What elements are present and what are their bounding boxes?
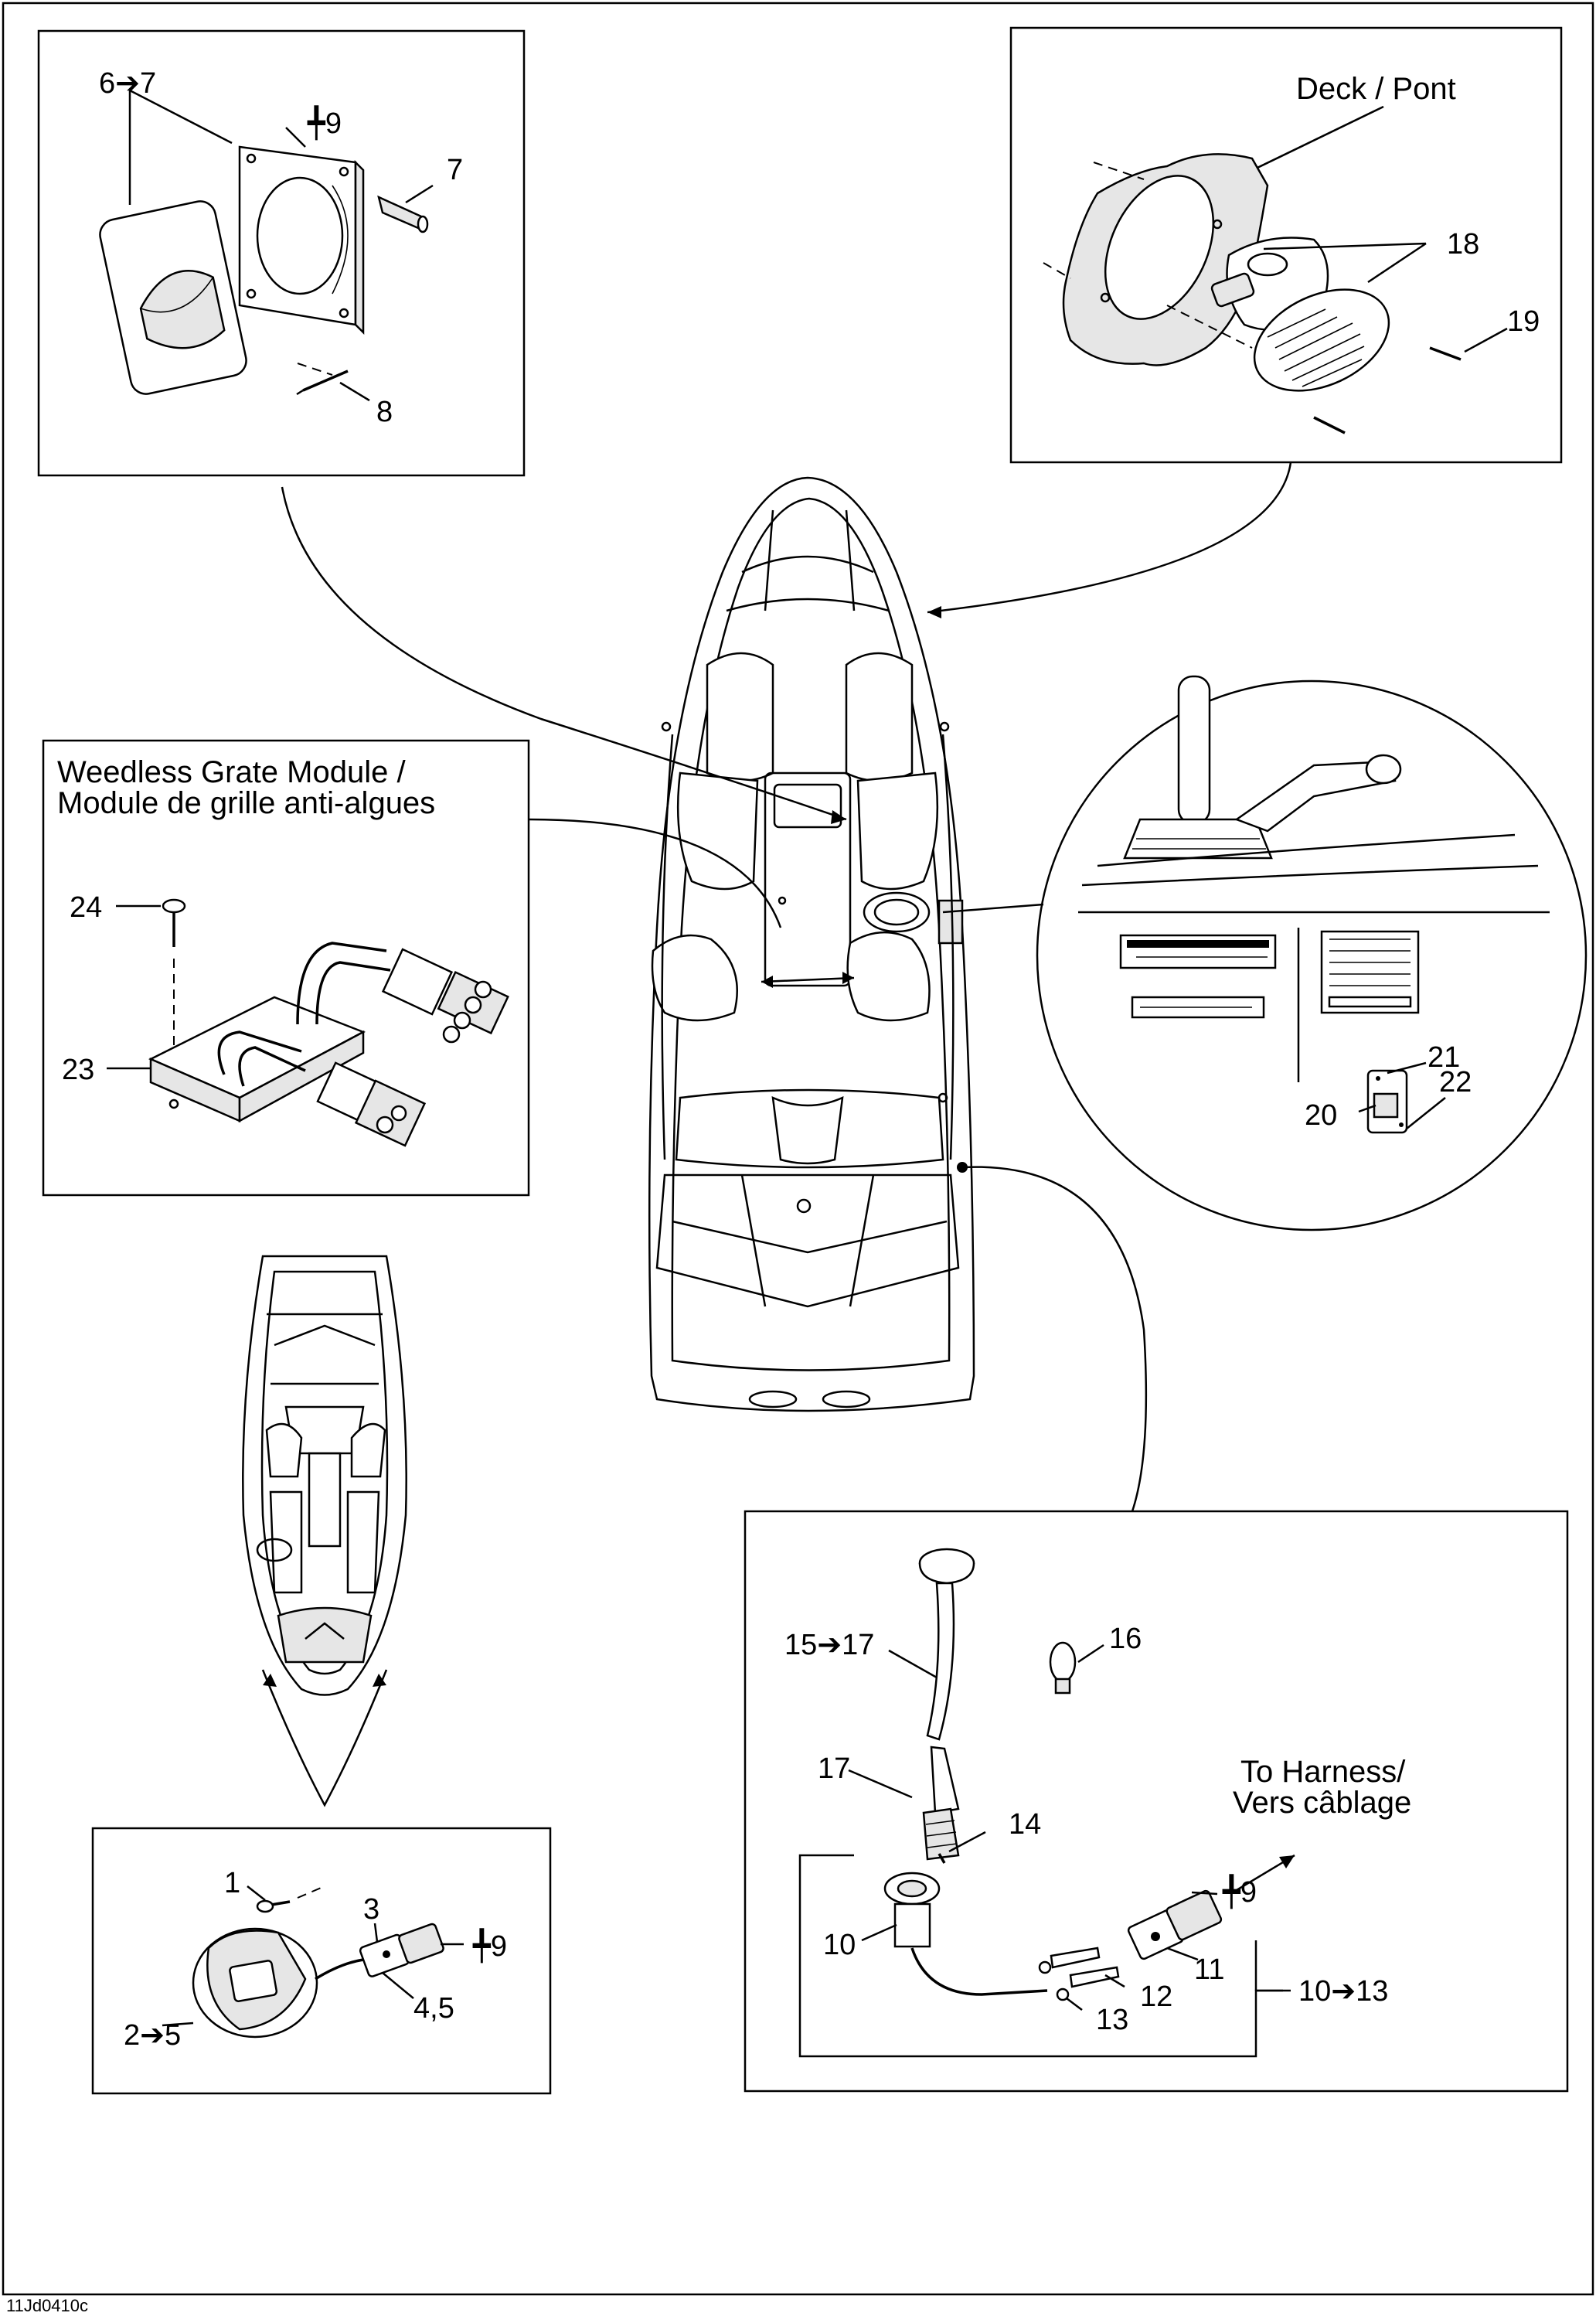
panel-deck-horn: Deck / Pont bbox=[1009, 26, 1563, 464]
panel-deck-horn-border bbox=[1009, 26, 1563, 464]
label-10: 10 bbox=[823, 1929, 856, 1961]
panel-weedless-grate-border bbox=[42, 739, 530, 1197]
nav-light-pole bbox=[918, 1548, 975, 1861]
throttle-lever bbox=[1078, 675, 1550, 914]
panel-drain-cover: 6➔7 ╇9 7 8 bbox=[37, 29, 526, 477]
label-1: 1 bbox=[224, 1867, 240, 1899]
nav-screw bbox=[938, 1853, 946, 1864]
label-21: 21 bbox=[1428, 1041, 1460, 1074]
label-8: 8 bbox=[376, 396, 393, 428]
warning-decals bbox=[1119, 928, 1420, 1082]
panel-weedless-grate: Weedless Grate Module / Module de grille… bbox=[42, 739, 530, 1197]
label-9-drain: ╇9 bbox=[307, 105, 342, 141]
label-17: 17 bbox=[818, 1752, 850, 1785]
deck-title: Deck / Pont bbox=[1296, 72, 1456, 106]
nav-terminals bbox=[1038, 1947, 1120, 2001]
leader-controls-to-boat bbox=[942, 903, 1044, 914]
drain-flange-plate bbox=[238, 145, 365, 336]
nav-socket bbox=[883, 1872, 1048, 1996]
leader-grate-to-boat bbox=[528, 818, 782, 928]
grate-connector-upper bbox=[381, 948, 509, 1044]
label-10-13: 10➔13 bbox=[1298, 1975, 1388, 2008]
horn-grille bbox=[1253, 288, 1390, 392]
leader-horn-to-boat bbox=[927, 462, 1292, 614]
label-3: 3 bbox=[363, 1893, 379, 1926]
label-9-courtesy: ╇9 bbox=[472, 1928, 507, 1964]
courtesy-connector bbox=[359, 1923, 444, 1977]
panel-controls-detail: 21 22 20 bbox=[1036, 675, 1587, 1231]
panel-drain-cover-border bbox=[37, 29, 526, 477]
label-4-5: 4,5 bbox=[413, 1992, 454, 2025]
diagram-code: 11Jd0410c bbox=[6, 2296, 88, 2315]
grate-connector-lower bbox=[316, 1061, 427, 1147]
panel-nav-light-border bbox=[744, 1510, 1569, 2093]
leader-navlight-to-boat bbox=[961, 1166, 1148, 1512]
label-9-nav: ╇9 bbox=[1222, 1874, 1257, 1909]
label-19: 19 bbox=[1507, 305, 1540, 338]
label-14: 14 bbox=[1009, 1808, 1041, 1841]
harness-label-line1: To Harness/ bbox=[1240, 1755, 1406, 1789]
controls-detail-circle bbox=[1036, 680, 1587, 1231]
drain-plug bbox=[377, 195, 429, 233]
label-12: 12 bbox=[1140, 1981, 1172, 2013]
label-11: 11 bbox=[1194, 1953, 1224, 1986]
panel-nav-light: To Harness/ Vers câblage 15➔17 16 17 14 … bbox=[744, 1510, 1569, 2093]
drain-bezel bbox=[99, 200, 247, 395]
panel-courtesy-light: 1 3 ╇9 4,5 2➔5 bbox=[91, 1827, 552, 2095]
label-23: 23 bbox=[62, 1054, 94, 1086]
grate-screw bbox=[162, 898, 186, 1082]
grate-title-line1: Weedless Grate Module / bbox=[57, 755, 406, 789]
boat-main-view bbox=[648, 476, 975, 1412]
nav-connector bbox=[1127, 1889, 1223, 1960]
drain-screw bbox=[296, 363, 349, 396]
control-switch bbox=[1366, 1069, 1408, 1134]
label-18: 18 bbox=[1447, 228, 1479, 261]
label-15-17: 15➔17 bbox=[784, 1629, 874, 1661]
label-13: 13 bbox=[1096, 2004, 1128, 2036]
nav-bulb bbox=[1049, 1641, 1077, 1695]
label-2-5: 2➔5 bbox=[124, 2019, 181, 2052]
label-16: 16 bbox=[1109, 1623, 1142, 1655]
courtesy-lamp bbox=[192, 1927, 364, 2039]
boat-small-view bbox=[242, 1255, 407, 1807]
grate-module-box bbox=[148, 942, 391, 1123]
harness-label-line2: Vers câblage bbox=[1233, 1786, 1411, 1820]
leader-drain-to-boat bbox=[281, 486, 847, 821]
label-6-7: 6➔7 bbox=[99, 67, 156, 100]
label-7: 7 bbox=[447, 154, 463, 186]
deck-cutout bbox=[1043, 153, 1269, 366]
label-20: 20 bbox=[1305, 1099, 1337, 1132]
panel-courtesy-light-border bbox=[91, 1827, 552, 2095]
grate-title-line2: Module de grille anti-algues bbox=[57, 786, 435, 820]
screw-19-b bbox=[1313, 416, 1346, 434]
label-22: 22 bbox=[1439, 1066, 1472, 1098]
screw-19-a bbox=[1429, 346, 1462, 361]
label-24: 24 bbox=[70, 891, 102, 924]
